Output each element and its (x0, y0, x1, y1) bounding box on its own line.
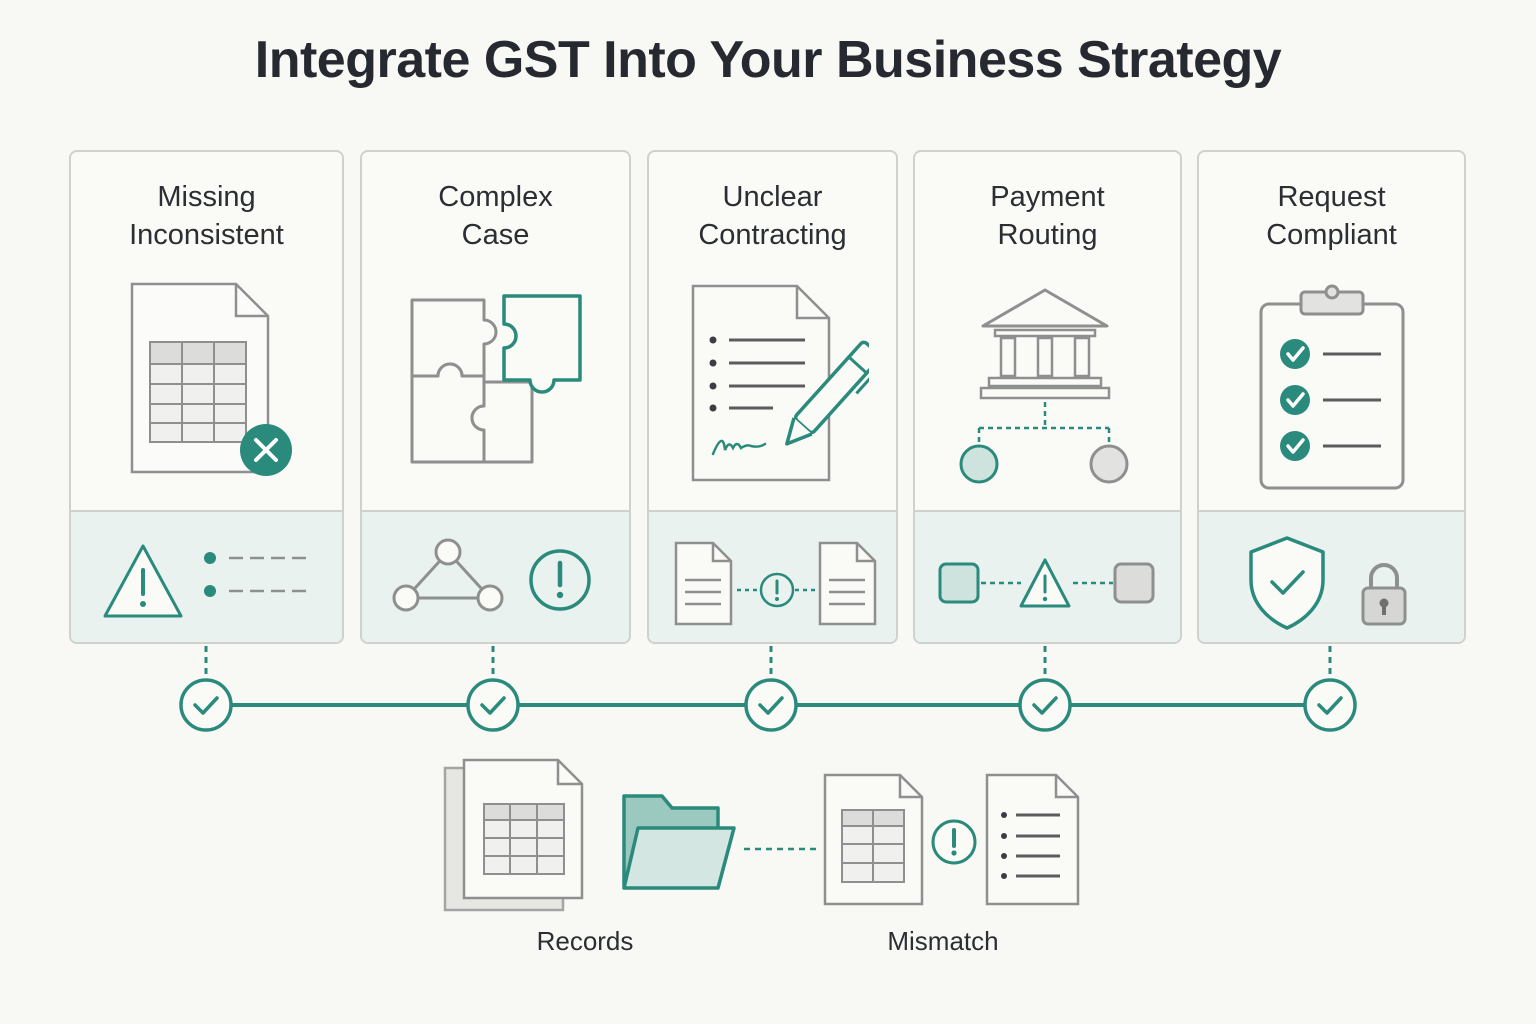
card-payment-routing: Payment Routing (913, 150, 1182, 644)
page-title: Integrate GST Into Your Business Strateg… (254, 31, 1282, 89)
folder-icon (622, 794, 736, 890)
timeline-check-icon (466, 678, 520, 732)
records-label: Records (536, 926, 634, 956)
connector-line (744, 847, 816, 851)
card-title: Request Compliant (1266, 181, 1397, 251)
card-title: Complex Case (438, 181, 553, 251)
alert-circle-icon (529, 549, 591, 611)
list-document-icon (985, 773, 1080, 906)
card-title: Unclear Contracting (698, 181, 847, 251)
timeline-check-icon (179, 678, 233, 732)
card-title: Payment Routing (990, 181, 1105, 251)
routing-flow-icon (938, 558, 1155, 608)
card-request-compliant: Request Compliant (1197, 150, 1466, 644)
checklist-clipboard-icon (1259, 284, 1405, 490)
card-title: Missing Inconsistent (129, 181, 284, 251)
card-complex-case: Complex Case (360, 150, 631, 644)
warning-icon (103, 544, 183, 618)
network-icon (392, 538, 504, 612)
document-icon (818, 541, 877, 626)
records-stack-icon (443, 758, 584, 912)
list-icon (204, 552, 309, 597)
spreadsheet-document-icon (823, 773, 924, 906)
timeline-check-icon (744, 678, 798, 732)
puzzle-icon (410, 294, 582, 464)
shield-check-icon (1249, 536, 1325, 630)
connector-line (737, 588, 759, 592)
contract-signing-icon (691, 284, 869, 482)
bank-routing-icon (959, 288, 1129, 484)
lock-icon (1361, 563, 1407, 626)
spreadsheet-error-icon (130, 282, 292, 476)
timeline-check-icon (1018, 678, 1072, 732)
card-missing-inconsistent: Missing Inconsistent (69, 150, 344, 644)
alert-circle-icon (931, 819, 977, 865)
card-unclear-contracting: Unclear Contracting (647, 150, 898, 644)
document-icon (674, 541, 733, 626)
alert-circle-icon (759, 572, 795, 608)
timeline (179, 646, 1357, 732)
timeline-check-icon (1303, 678, 1357, 732)
mismatch-label: Mismatch (887, 926, 999, 956)
connector-line (795, 588, 817, 592)
